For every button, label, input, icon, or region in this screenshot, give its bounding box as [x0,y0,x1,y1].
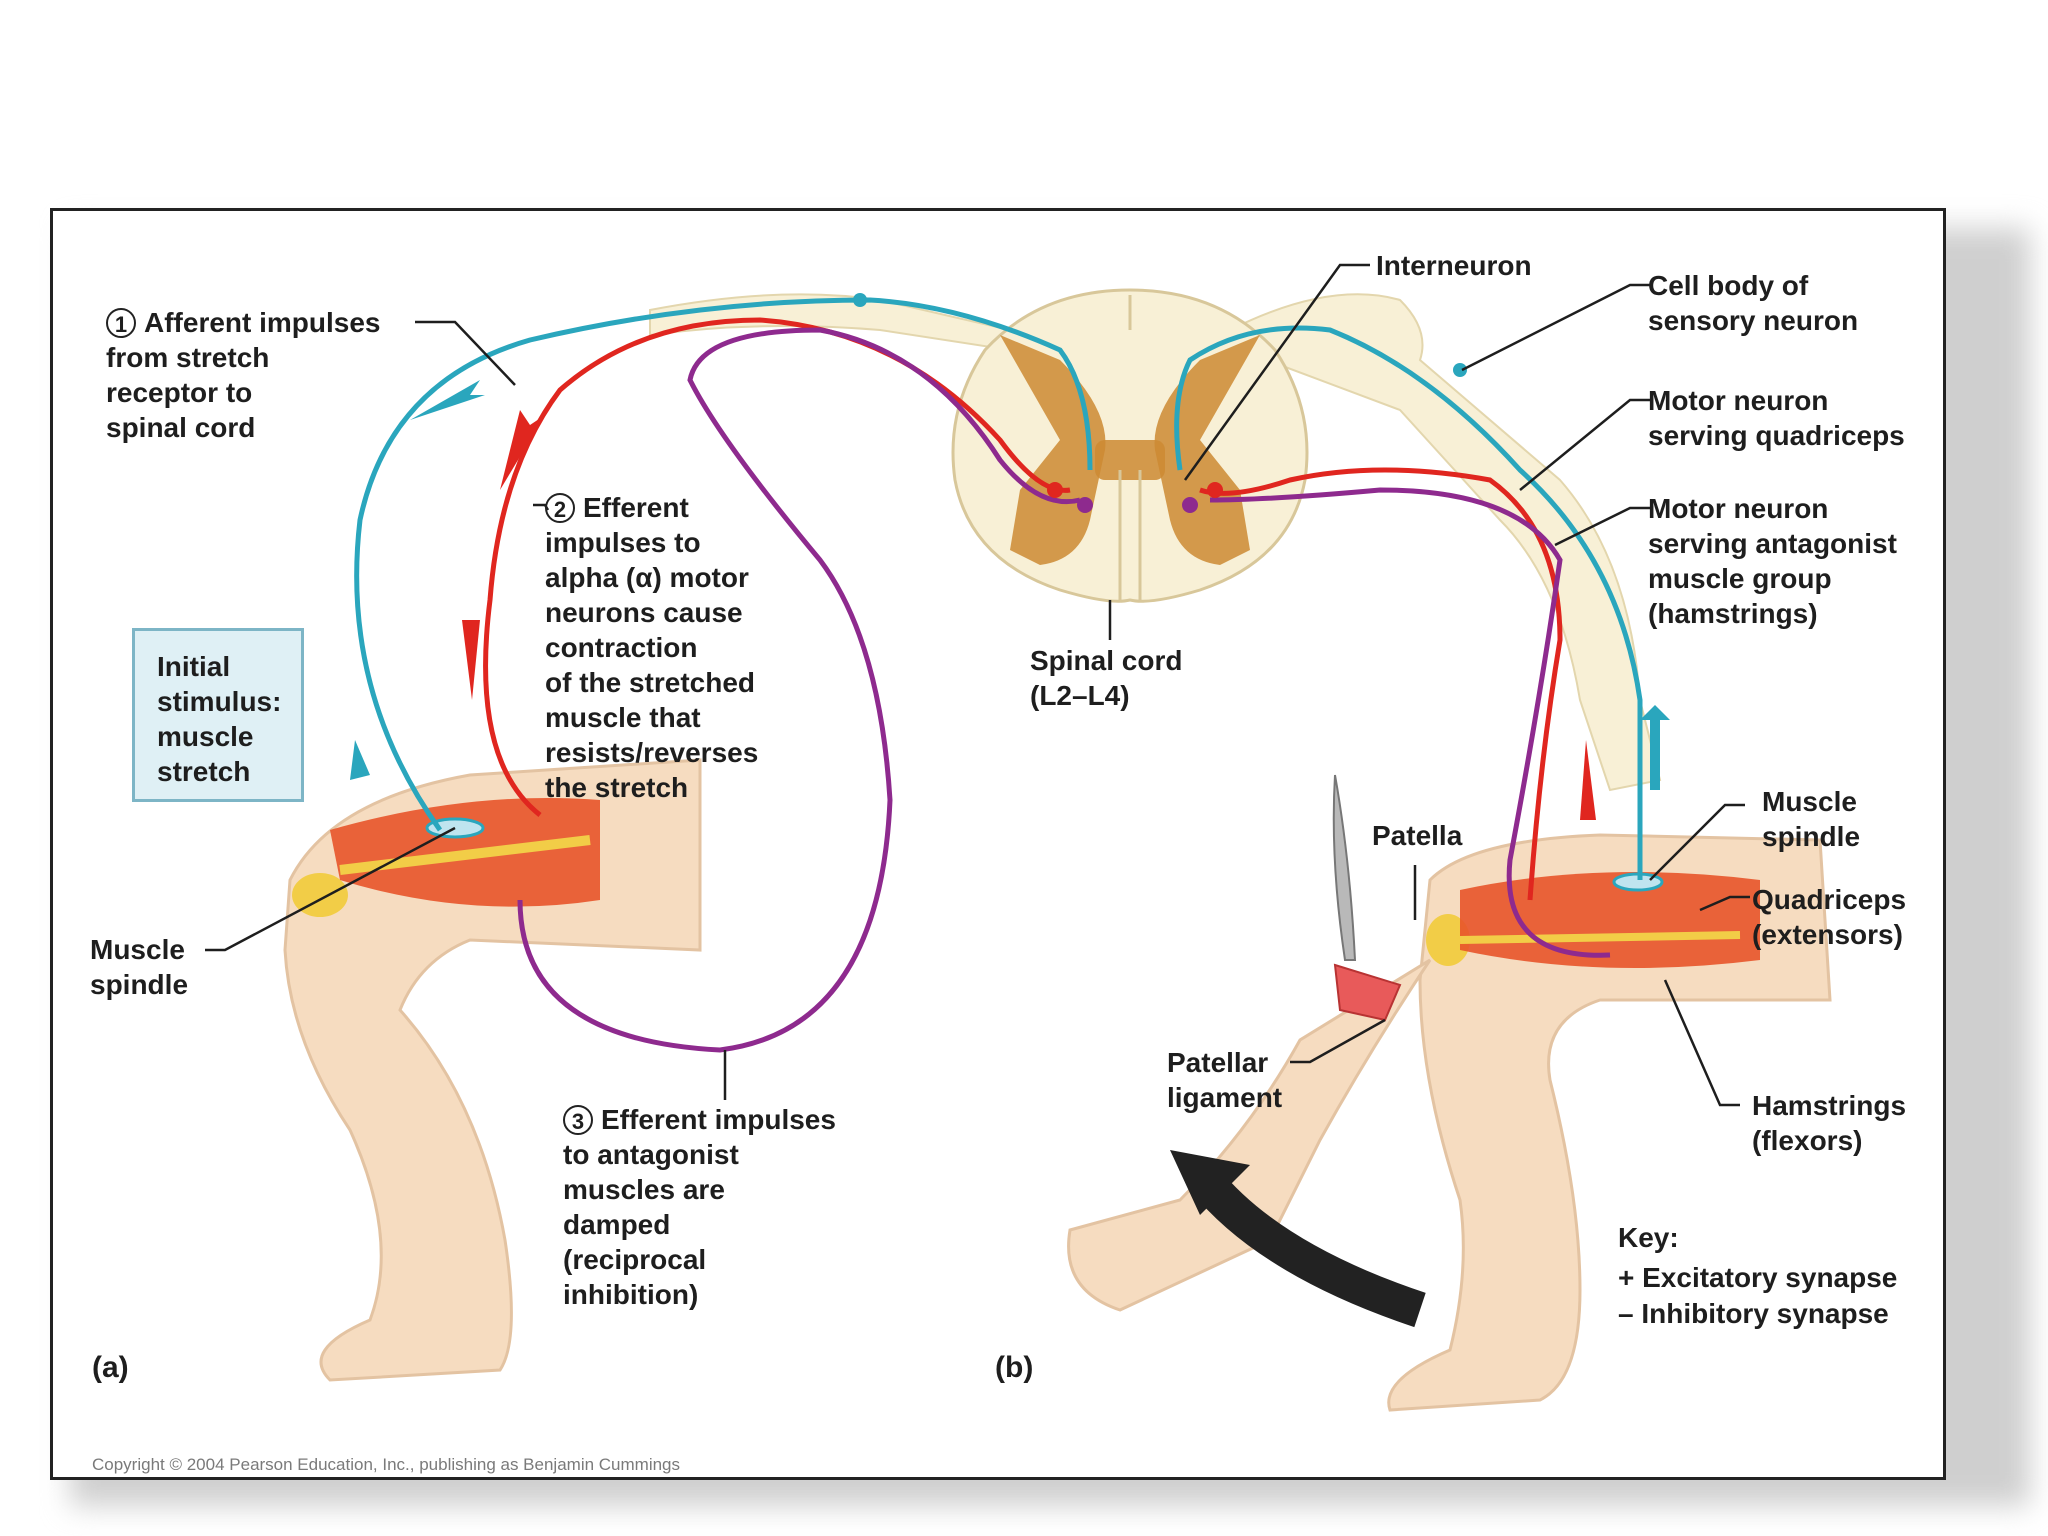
spinal-cord-label: Spinal cord (L2–L4) [1030,645,1183,711]
step3-text: Efferent impulses to antagonist muscles … [563,1104,836,1310]
patellar-ligament-label: Patellar ligament [1167,1047,1283,1113]
sensory-cell-body-left [853,293,867,307]
patella-label: Patella [1372,820,1463,851]
afferent-arrow-right [1640,705,1670,790]
efferent-arrow-1 [500,410,545,490]
synapse-inhibitory-right [1182,497,1198,513]
antagonist-pathway-left [517,327,1081,1053]
efferent-arrow-2 [462,620,480,700]
cell-body-label: Cell body of sensory neuron [1648,270,1859,336]
leg-movement-arrow [1191,1168,1426,1328]
step2-number: 2 [545,493,575,523]
afferent-arrow-lower [350,740,370,780]
right-leg [1067,833,1832,1412]
muscle-spindle-left-label: Muscle spindle [90,934,189,1000]
efferent-pathway-right [1199,467,1563,901]
initial-stimulus-label: Initial stimulus: muscle stretch [157,651,282,787]
afferent-pathway-left [354,297,1093,832]
quadriceps-label: Quadriceps (extensors) [1752,884,1907,950]
leader-lines [205,263,1750,1107]
synapse-excitatory-left [1047,482,1063,498]
step1-number: 1 [106,308,136,338]
efferent-arrow-right [1580,740,1596,820]
sensory-cell-body-right [1453,363,1467,377]
right-nerve-root [1228,293,1662,792]
step1-text: Afferent impulses from stretch receptor … [106,307,381,443]
key-title: Key: [1618,1222,1679,1253]
antagonist-pathway-right [1209,487,1611,958]
initial-stimulus-box: Initial stimulus: muscle stretch [132,628,304,802]
leg-movement-arrowhead [1170,1150,1250,1215]
afferent-arrow-left [410,380,485,420]
efferent-pathway-left [483,317,1071,817]
step2-text: Efferent impulses to alpha (α) motor neu… [545,492,759,803]
afferent-pathway-right [1174,325,1643,880]
interneuron-label: Interneuron [1376,250,1532,281]
hamstrings-label: Hamstrings (flexors) [1752,1090,1907,1156]
motor-antagonist-label: Motor neuron serving antagonist muscle g… [1648,493,1897,629]
copyright-text: Copyright © 2004 Pearson Education, Inc.… [92,1455,681,1474]
step3-number: 3 [563,1105,593,1135]
panel-a-label: (a) [92,1351,129,1384]
motor-quadriceps-label: Motor neuron serving quadriceps [1648,385,1905,451]
muscle-spindle-right-label: Muscle spindle [1762,786,1861,852]
left-leg [283,758,702,1382]
reflex-hammer [1332,774,1402,1022]
synapse-excitatory-right [1207,482,1223,498]
panel-b-label: (b) [995,1351,1034,1384]
synapse-inhibitory-left [1077,497,1093,513]
key-excitatory: + Excitatory synapse [1618,1262,1898,1293]
key-inhibitory: – Inhibitory synapse [1618,1298,1889,1329]
